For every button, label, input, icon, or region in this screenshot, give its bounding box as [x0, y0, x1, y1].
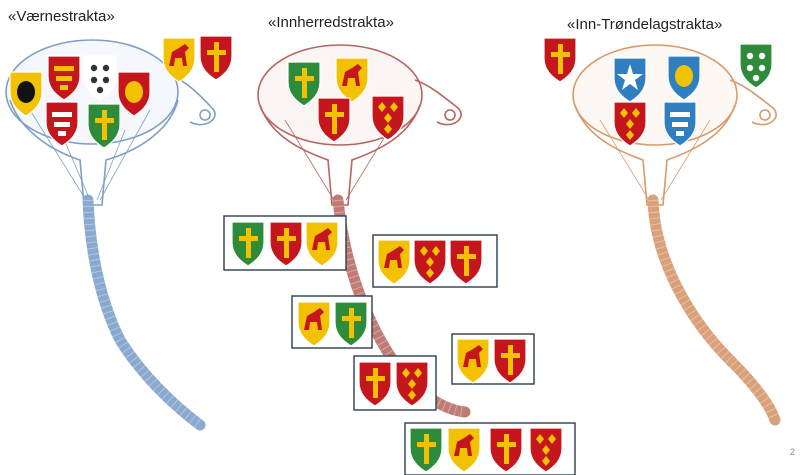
- diamonds-shield-icon: [413, 239, 447, 285]
- rooster-shield-icon: [9, 71, 43, 117]
- diamonds-shield-icon: [395, 361, 429, 407]
- cross-shield-icon: [493, 338, 527, 384]
- horse-shield-icon: [297, 301, 331, 347]
- cross-shield-icon: [489, 427, 523, 473]
- diamonds-shield-icon: [371, 95, 405, 141]
- wheat-shield-icon: [667, 55, 701, 101]
- title-innherred: «Innherredstrakta»: [268, 14, 394, 31]
- flame-shield-icon: [117, 71, 151, 117]
- boat-shield-icon: [45, 101, 79, 147]
- horse-shield-icon: [447, 427, 481, 473]
- green-cross-shield-icon: [87, 103, 121, 149]
- stars-shield-icon: [83, 55, 117, 101]
- cross-shield-icon: [543, 37, 577, 83]
- horse-shield-icon: [335, 57, 369, 103]
- diamonds-shield-icon: [529, 427, 563, 473]
- cross-shield-icon: [269, 221, 303, 267]
- cross-shield-icon: [449, 239, 483, 285]
- page-number: 2: [789, 447, 795, 457]
- horse-shield-icon: [305, 221, 339, 267]
- ship-shield-icon: [663, 101, 697, 147]
- title-inntrondelag: «Inn-Trøndelagstrakta»: [567, 16, 723, 33]
- crowns-shield-icon: [47, 55, 81, 101]
- cross-shield-icon: [199, 35, 233, 81]
- green-cross-shield-icon: [334, 301, 368, 347]
- star-shield-icon: [613, 57, 647, 103]
- green-cross-shield-icon: [287, 61, 321, 107]
- vaernes-tube: [82, 194, 206, 431]
- horse-shield-icon: [162, 37, 196, 83]
- diamonds-shield-icon: [613, 101, 647, 147]
- cross-shield-icon: [358, 361, 392, 407]
- leaves-shield-icon: [739, 43, 773, 89]
- green-cross-shield-icon: [231, 221, 265, 267]
- inntrondelag-tube: [647, 194, 781, 426]
- horse-shield-icon: [456, 338, 490, 384]
- cross-shield-icon: [317, 97, 351, 143]
- green-cross-shield-icon: [409, 427, 443, 473]
- horse-shield-icon: [377, 239, 411, 285]
- title-vaernes: «Værnestrakta»: [8, 8, 115, 25]
